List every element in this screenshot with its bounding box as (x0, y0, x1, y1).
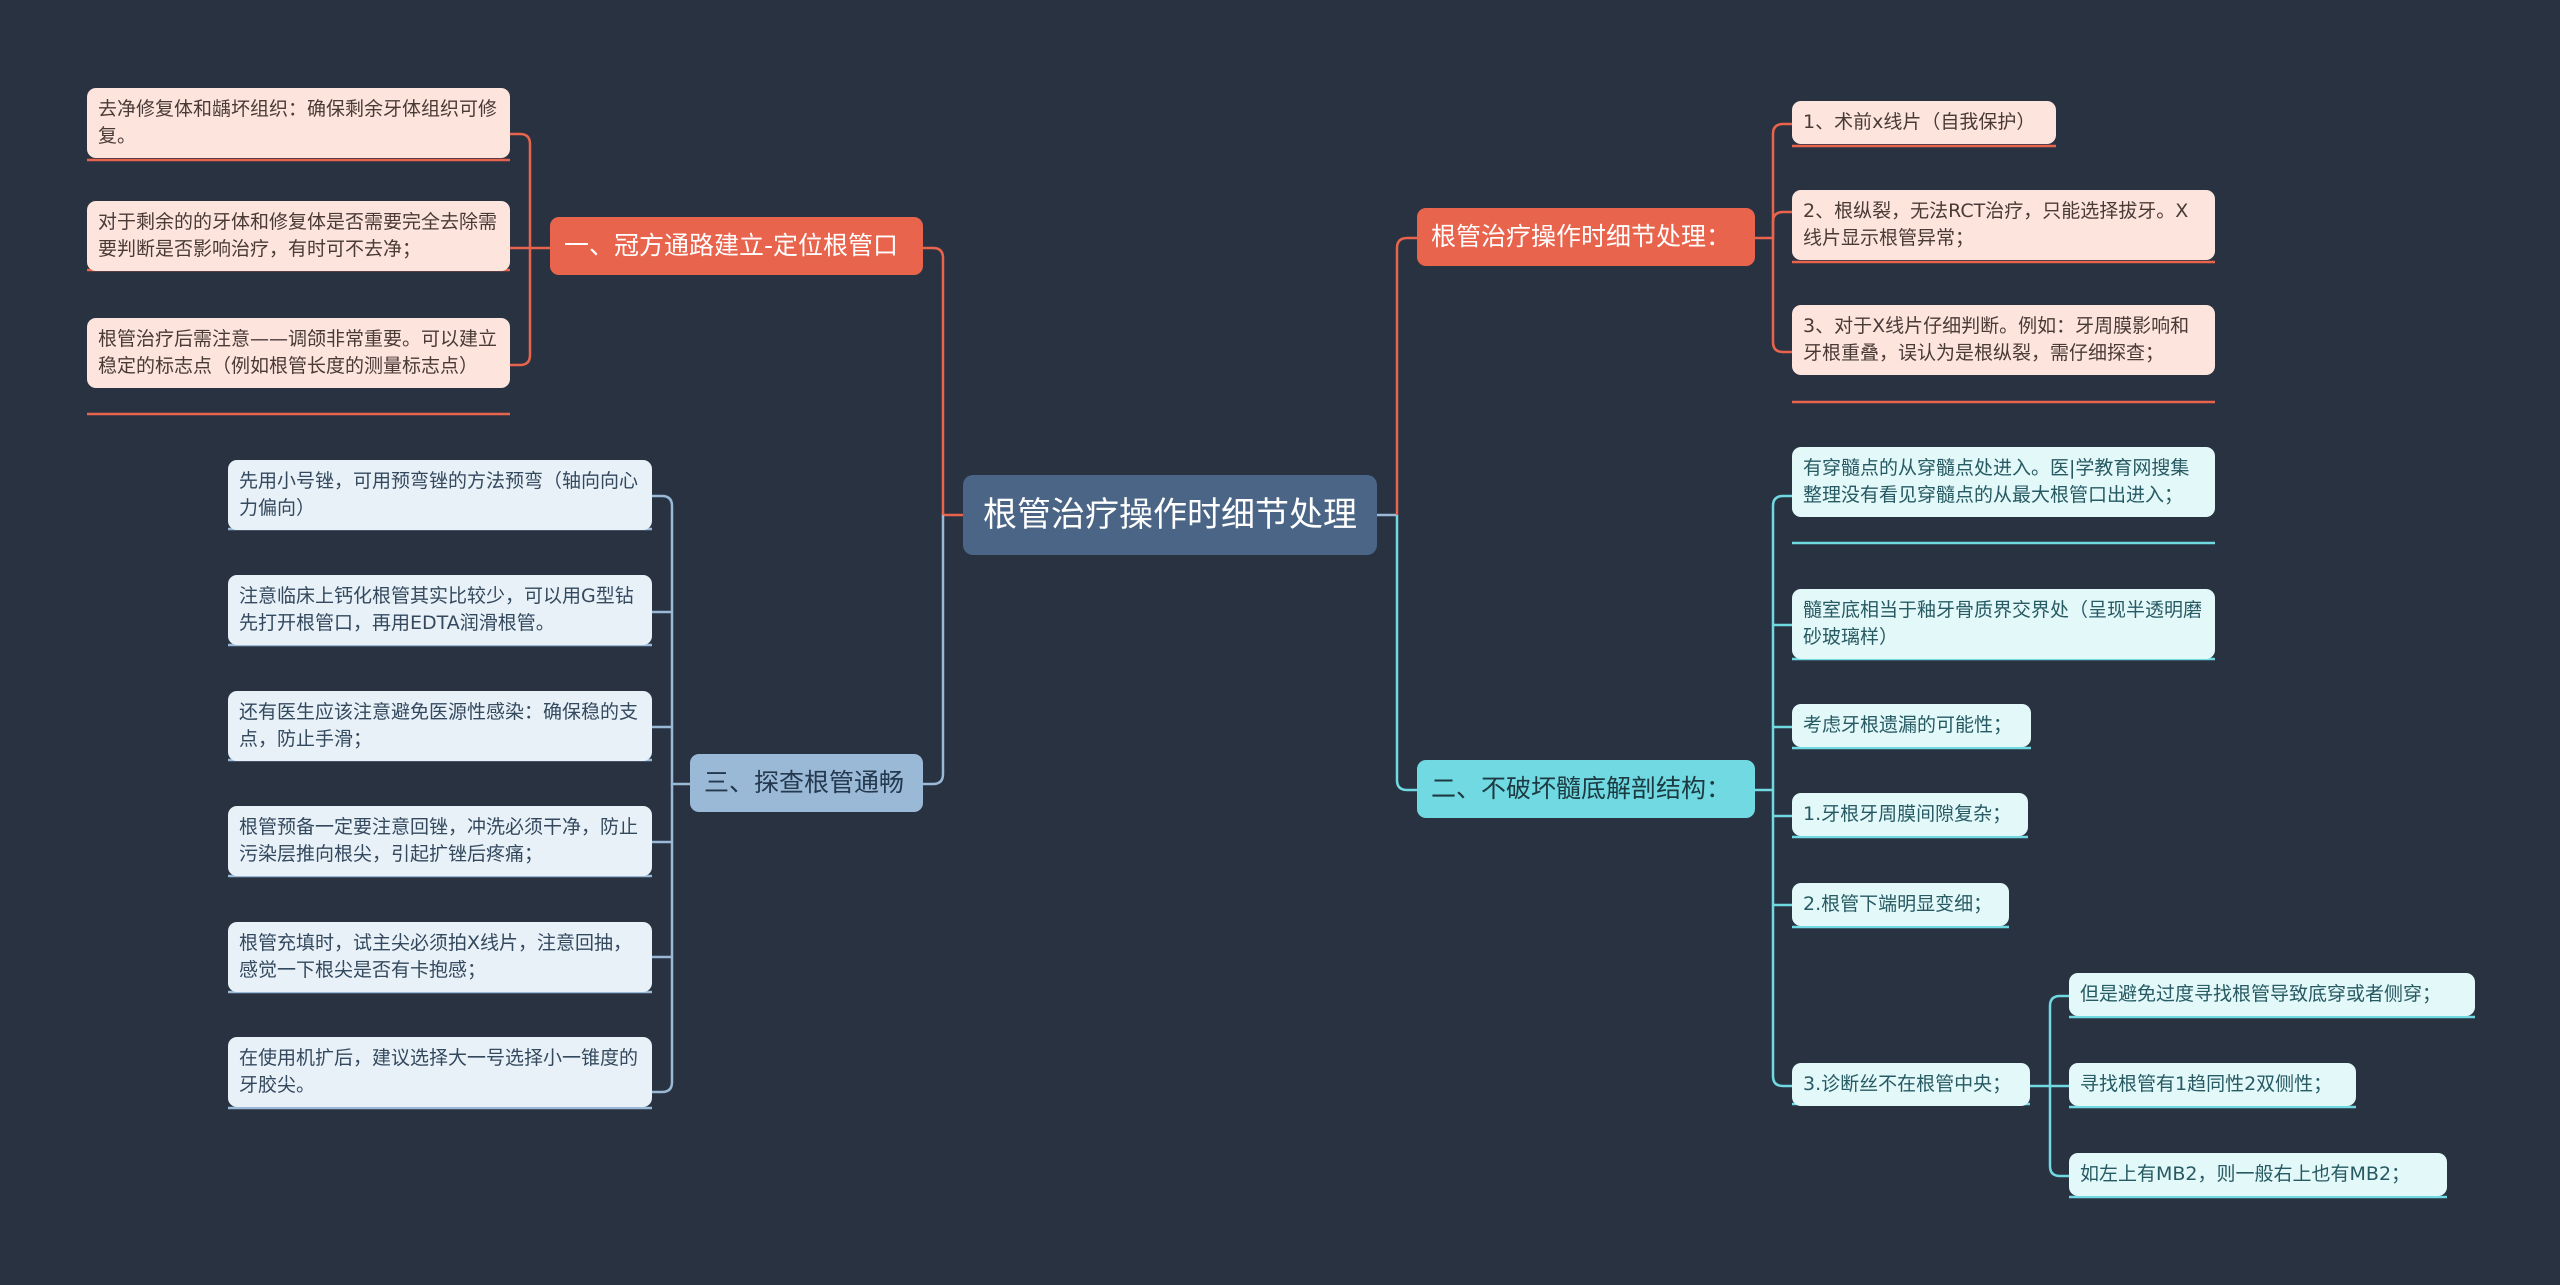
leaf-coronal-2[interactable]: 对于剩余的的牙体和修复体是否需要完全去除需要判断是否影响治疗，有时可不去净； (87, 201, 510, 271)
root-node[interactable]: 根管治疗操作时细节处理 (963, 475, 1377, 555)
connector-red-left-3 (510, 248, 532, 367)
subleaf-pulp-2[interactable]: 寻找根管有1趋同性2双侧性； (2069, 1063, 2356, 1106)
connector-cyan-right-main (1755, 494, 1792, 792)
leaf-coronal-3[interactable]: 根管治疗后需注意——调颌非常重要。可以建立稳定的标志点（例如根管长度的测量标志点… (87, 318, 510, 388)
leaf-probing-2[interactable]: 注意临床上钙化根管其实比较少，可以用G型钻先打开根管口，再用EDTA润滑根管。 (228, 575, 652, 645)
connector-left-trunk-red (923, 246, 945, 515)
leaf-pulp-3[interactable]: 考虑牙根遗漏的可能性； (1792, 704, 2031, 747)
leaf-pulp-4[interactable]: 1.牙根牙周膜间隙复杂； (1792, 793, 2028, 836)
connector-blue-left-main (652, 494, 690, 786)
connector-root-left (941, 512, 963, 517)
connector-blue-left-lower (652, 784, 674, 1094)
subleaf-pulp-1[interactable]: 但是避免过度寻找根管导致底穿或者侧穿； (2069, 973, 2475, 1016)
leaf-detail-3[interactable]: 3、对于X线片仔细判断。例如：牙周膜影响和牙根重叠，误认为是根纵裂，需仔细探查； (1792, 305, 2215, 375)
connector-red-right-3 (1771, 238, 1792, 354)
branch-coronal-access[interactable]: 一、冠方通路建立-定位根管口 (550, 217, 923, 275)
leaf-pulp-2[interactable]: 髓室底相当于釉牙骨质界交界处（呈现半透明磨砂玻璃样） (1792, 589, 2215, 659)
leaf-probing-4[interactable]: 根管预备一定要注意回锉，冲洗必须干净，防止污染层推向根尖，引起扩锉后疼痛； (228, 806, 652, 876)
subleaf-pulp-3[interactable]: 如左上有MB2，则一般右上也有MB2； (2069, 1153, 2447, 1196)
leaf-pulp-5[interactable]: 2.根管下端明显变细； (1792, 883, 2009, 926)
leaf-coronal-1[interactable]: 去净修复体和龋坏组织：确保剩余牙体组织可修复。 (87, 88, 510, 158)
leaf-probing-5[interactable]: 根管充填时，试主尖必须拍X线片，注意回抽，感觉一下根尖是否有卡抱感； (228, 922, 652, 992)
branch-detail-handling[interactable]: 根管治疗操作时细节处理： (1417, 208, 1755, 266)
leaf-pulp-6[interactable]: 3.诊断丝不在根管中央； (1792, 1063, 2030, 1106)
leaf-probing-1[interactable]: 先用小号锉，可用预弯锉的方法预弯（轴向向心力偏向） (228, 460, 652, 530)
leaf-probing-3[interactable]: 还有医生应该注意避免医源性感染：确保稳的支点，防止手滑； (228, 691, 652, 761)
leaf-probing-6[interactable]: 在使用机扩后，建议选择大一号选择小一锥度的牙胶尖。 (228, 1037, 652, 1107)
connector-red-left-1 (510, 132, 550, 250)
connector-cyan-right-lower (1771, 790, 1792, 1088)
leaf-pulp-1[interactable]: 有穿髓点的从穿髓点处进入。医|学教育网搜集整理没有看见穿髓点的从最大根管口出进入… (1792, 447, 2215, 517)
leaf-detail-2[interactable]: 2、根纵裂，无法RCT治疗，只能选择拔牙。X线片显示根管异常； (1792, 190, 2215, 260)
connector-sub-3 (2048, 1086, 2069, 1178)
connector-red-right-2 (1771, 210, 1792, 238)
branch-pulp-floor[interactable]: 二、不破坏髓底解剖结构： (1417, 760, 1755, 818)
connector-sub-main (2030, 994, 2069, 1088)
leaf-detail-1[interactable]: 1、术前x线片（自我保护） (1792, 101, 2056, 144)
connector-red-right-main (1755, 122, 1792, 240)
connector-left-trunk-blue (923, 515, 945, 786)
branch-canal-probing[interactable]: 三、探查根管通畅 (690, 754, 923, 812)
connector-right-trunk-cyan (1395, 515, 1417, 792)
connector-right-trunk-red (1395, 236, 1417, 515)
